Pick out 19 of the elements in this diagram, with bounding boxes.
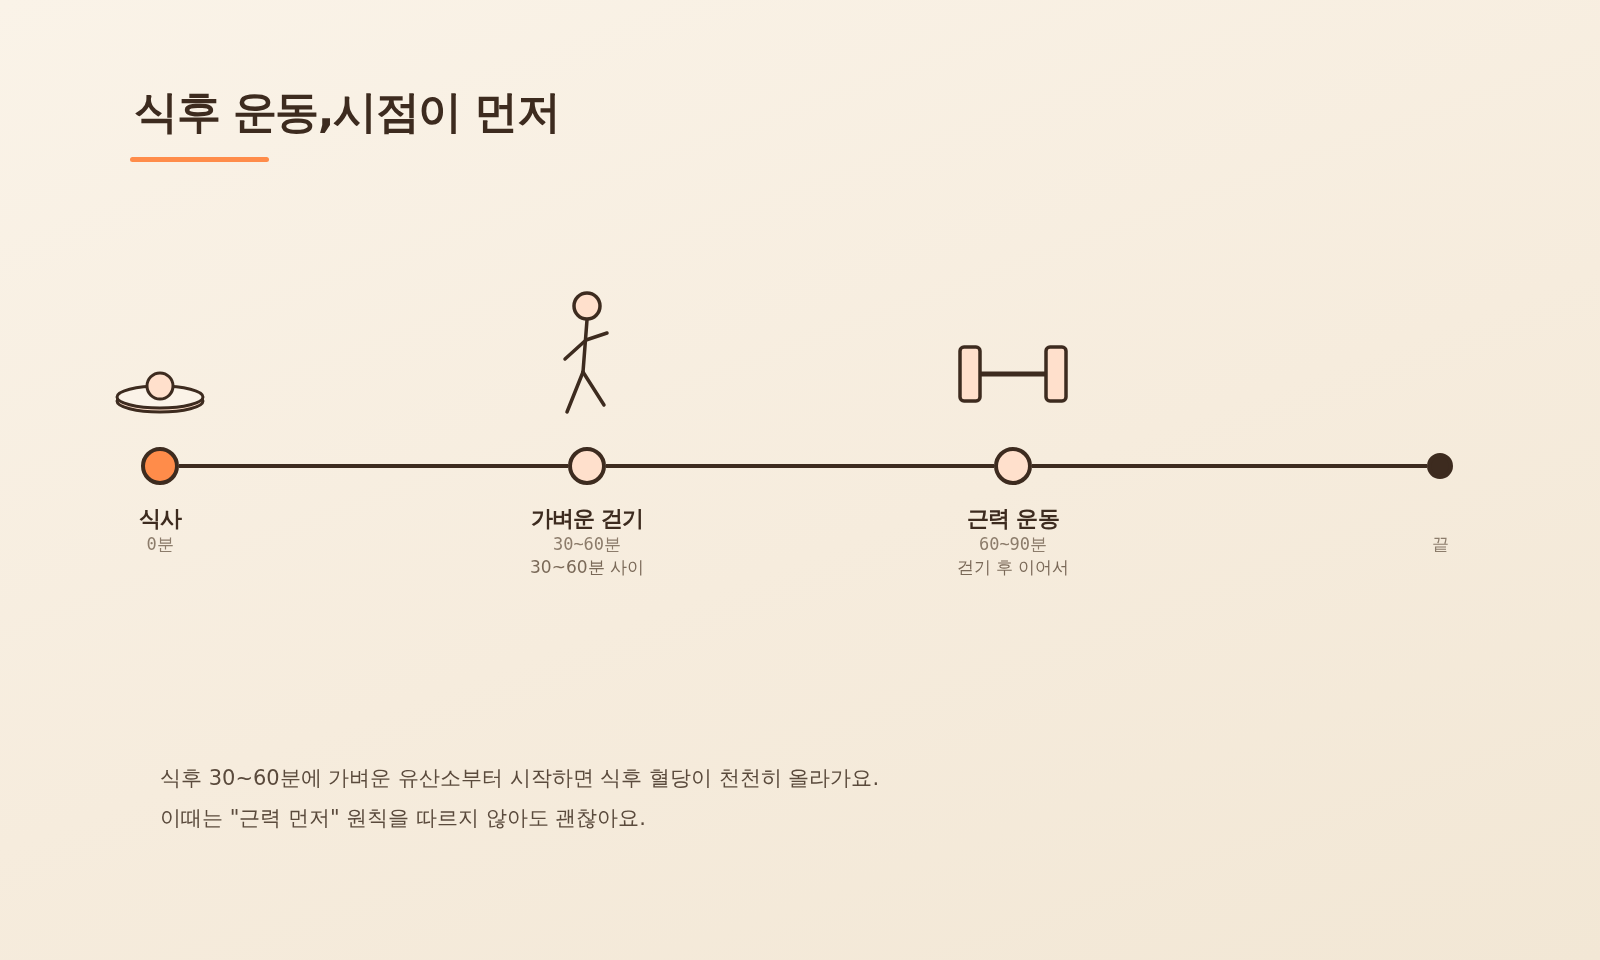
timeline-dot bbox=[568, 447, 606, 485]
stop-note: 30~60분 사이 bbox=[530, 556, 644, 578]
timeline-line bbox=[1032, 464, 1427, 468]
title: 식후 운동,시점이 먼저 bbox=[134, 85, 560, 139]
stop-note: 걷기 후 이어서 bbox=[956, 556, 1070, 578]
time-label: 60~90분 bbox=[978, 533, 1048, 555]
note-text: 이때는 "근력 먼저" 원칙을 따르지 않아도 괜찮아요. bbox=[160, 805, 647, 832]
timeline-line bbox=[179, 464, 568, 468]
note-text: 식후 30~60분에 가벼운 유산소부터 시작하면 식후 혈당이 천천히 올라가요. bbox=[160, 765, 880, 792]
timeline-dot bbox=[141, 447, 179, 485]
stop-label: 근력 운동 bbox=[967, 505, 1059, 532]
stop-label: 식사 bbox=[138, 505, 182, 532]
timeline-dot bbox=[994, 447, 1032, 485]
end-dot bbox=[1427, 453, 1453, 479]
end-label: 끝 bbox=[1431, 533, 1449, 555]
stop-label: 가벼운 걷기 bbox=[530, 505, 644, 532]
time-label: 0분 bbox=[146, 533, 174, 555]
time-label: 30~60분 bbox=[552, 533, 622, 555]
timeline-line bbox=[606, 464, 994, 468]
